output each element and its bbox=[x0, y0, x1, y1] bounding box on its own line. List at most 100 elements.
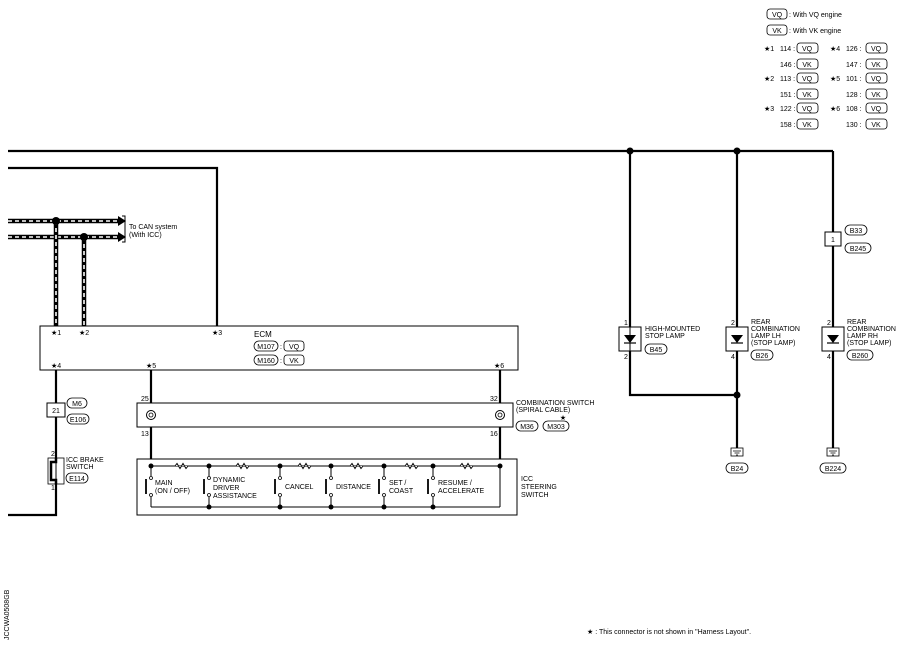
can-label-2: (With ICC) bbox=[129, 232, 162, 239]
rh-label-2: COMBINATION bbox=[847, 326, 896, 333]
switch-ddas-label-1: DYNAMIC bbox=[213, 477, 245, 484]
switch-dynamic-driver-assistance: DYNAMIC DRIVER ASSISTANCE bbox=[203, 466, 257, 507]
rh-label-4: (STOP LAMP) bbox=[847, 340, 891, 347]
conn-e106: E106 bbox=[70, 417, 86, 424]
ecm-title: ECM bbox=[254, 330, 272, 339]
lh-label-1: REAR bbox=[751, 319, 770, 326]
conn-b260: B260 bbox=[852, 353, 868, 360]
switch-main: MAIN (ON / OFF) bbox=[145, 466, 190, 507]
switch-cancel-label: CANCEL bbox=[285, 484, 314, 491]
ecm-pin-s3: ★3 bbox=[212, 329, 222, 337]
hm-pin-1: 1 bbox=[624, 320, 628, 327]
svg-text::: : bbox=[280, 344, 282, 351]
switch-distance-label: DISTANCE bbox=[336, 484, 371, 491]
combo-pin-32: 32 bbox=[490, 396, 498, 403]
legend-s1-vk: 146 : bbox=[780, 62, 796, 69]
switch-resume-label-1: RESUME / bbox=[438, 480, 472, 487]
combo-label-1: COMBINATION SWITCH bbox=[516, 400, 594, 407]
brake-pin-2: 2 bbox=[51, 451, 55, 458]
ground-b24-label: B24 bbox=[731, 466, 744, 473]
harness-pin-21: 21 bbox=[52, 408, 60, 415]
conn-e114: E114 bbox=[69, 476, 85, 483]
hm-pin-2: 2 bbox=[624, 354, 628, 361]
rear-combination-lamp-lh: 2 4 REAR COMBINATION LAMP LH (STOP LAMP)… bbox=[725, 319, 800, 361]
ecm-pin-s1: ★1 bbox=[51, 329, 61, 337]
figure-id: JCCWA0508GB bbox=[4, 589, 11, 640]
brake-label-1: ICC BRAKE bbox=[66, 457, 104, 464]
tag-vq: VQ bbox=[802, 76, 813, 83]
combo-pin-16: 16 bbox=[490, 431, 498, 438]
conn-b45: B45 bbox=[650, 347, 663, 354]
legend-vk-tag: VK bbox=[772, 28, 782, 35]
legend-s3: ★3 bbox=[764, 105, 774, 113]
legend-vk-text: : With VK engine bbox=[789, 28, 841, 35]
svg-text::: : bbox=[280, 358, 282, 365]
rear-combination-lamp-rh: 2 4 REAR COMBINATION LAMP RH (STOP LAMP)… bbox=[821, 319, 896, 361]
combo-label-2: (SPIRAL CABLE) bbox=[516, 407, 570, 414]
switch-resume-label-2: ACCELERATE bbox=[438, 488, 484, 495]
tag-vk: VK bbox=[802, 122, 812, 129]
switch-main-label-2: (ON / OFF) bbox=[155, 488, 190, 495]
conn-b33: B33 bbox=[850, 228, 863, 235]
legend-s1-vq: 114 : bbox=[780, 46, 795, 53]
legend-s3-vk: 158 : bbox=[780, 122, 796, 129]
legend-s4-vq: 126 : bbox=[846, 46, 862, 53]
harness-connector-b33: 1 B33 B245 bbox=[824, 224, 872, 254]
conn-b26: B26 bbox=[756, 353, 769, 360]
legend-s6-vk: 130 : bbox=[846, 122, 862, 129]
hm-label-2: STOP LAMP bbox=[645, 333, 685, 340]
rh-label-3: LAMP RH bbox=[847, 333, 878, 340]
tag-vq: VQ bbox=[871, 46, 882, 53]
ecm-conn-vq: M107 bbox=[257, 344, 275, 351]
footnote: ★ : This connector is not shown in "Harn… bbox=[587, 628, 751, 636]
lh-label-4: (STOP LAMP) bbox=[751, 340, 795, 347]
rh-pin-4: 4 bbox=[827, 354, 831, 361]
legend-s4-vk: 147 : bbox=[846, 62, 862, 69]
conn-m36: M36 bbox=[520, 424, 534, 431]
icc-brake-switch: 2 1 ICC BRAKE SWITCH E114 bbox=[47, 451, 104, 492]
icc-steering-label-2: STEERING bbox=[521, 484, 557, 491]
conn-m303-star: ★ bbox=[560, 414, 566, 422]
ground-b24: B24 bbox=[725, 447, 749, 474]
can-lines: To CAN system (With ICC) bbox=[8, 215, 177, 326]
switch-ddas-label-3: ASSISTANCE bbox=[213, 493, 257, 500]
legend-s3-vq: 122 : bbox=[780, 106, 796, 113]
ecm-pin-s2: ★2 bbox=[79, 329, 89, 337]
main-wires bbox=[8, 147, 835, 517]
ecm-pin-s5: ★5 bbox=[146, 362, 156, 370]
switch-distance: DISTANCE bbox=[325, 466, 371, 507]
legend-s1: ★1 bbox=[764, 45, 774, 53]
ecm-tag-vk: VK bbox=[289, 358, 299, 365]
tag-vk: VK bbox=[871, 122, 881, 129]
brake-pin-1: 1 bbox=[51, 485, 55, 492]
switch-set-label-1: SET / bbox=[389, 480, 406, 487]
lh-pin-2: 2 bbox=[731, 320, 735, 327]
conn-m6: M6 bbox=[72, 401, 82, 408]
tag-vk: VK bbox=[802, 92, 812, 99]
hm-label-1: HIGH-MOUNTED bbox=[645, 326, 700, 333]
legend-s2-vq: 113 : bbox=[780, 76, 795, 83]
switch-cancel: CANCEL bbox=[274, 466, 314, 507]
can-label-1: To CAN system bbox=[129, 224, 177, 231]
legend-s5-vq: 101 : bbox=[846, 76, 862, 83]
harness-connector-m6: 21 M6 E106 bbox=[46, 397, 90, 425]
lh-pin-4: 4 bbox=[731, 354, 735, 361]
rh-pin-2: 2 bbox=[827, 320, 831, 327]
ecm-tag-vq: VQ bbox=[289, 344, 300, 351]
switch-main-label-1: MAIN bbox=[155, 480, 173, 487]
b33-pin-1: 1 bbox=[831, 237, 835, 244]
tag-vq: VQ bbox=[802, 106, 813, 113]
legend-vq-text: : With VQ engine bbox=[789, 12, 842, 19]
ecm-pin-s6: ★6 bbox=[494, 362, 504, 370]
ecm-conn-vk: M160 bbox=[257, 358, 275, 365]
legend-s6: ★6 bbox=[830, 105, 840, 113]
switch-set-coast: SET / COAST bbox=[378, 466, 414, 507]
icc-steering-label-1: ICC bbox=[521, 476, 533, 483]
icc-steering-label-3: SWITCH bbox=[521, 492, 549, 499]
legend-s5-vk: 128 : bbox=[846, 92, 862, 99]
ground-b224: B224 bbox=[819, 447, 847, 474]
combo-pin-25: 25 bbox=[141, 396, 149, 403]
legend-s5: ★5 bbox=[830, 75, 840, 83]
legend-vq-tag: VQ bbox=[772, 12, 783, 19]
